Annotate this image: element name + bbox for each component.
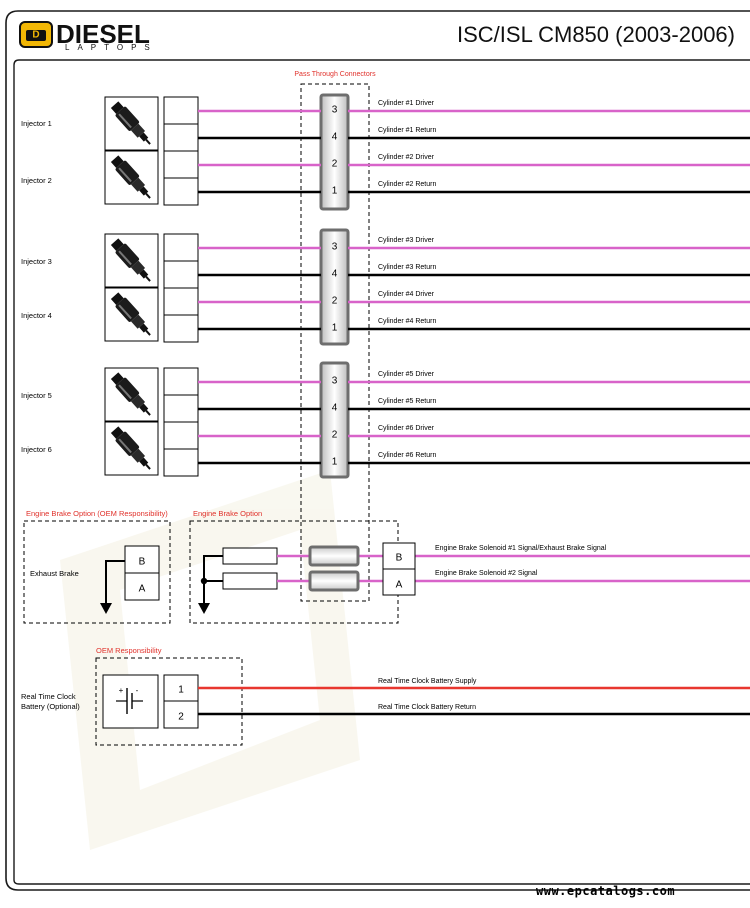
injector-label: Injector 2 (21, 176, 52, 185)
terminal-cell (163, 367, 199, 396)
terminal-cell (163, 177, 199, 206)
wire-label: Cylinder #3 Driver (378, 237, 435, 244)
brake-connector-cell (382, 568, 416, 596)
exhaust-pin-cell (124, 572, 160, 601)
terminal-cell (163, 314, 199, 343)
page-title: ISC/ISL CM850 (2003-2006) (457, 22, 735, 47)
solenoid-ground-wire (203, 555, 223, 604)
exhaust-pin-label: A (139, 584, 146, 595)
inline-connector (308, 545, 360, 567)
connector-pin-label: 3 (332, 376, 338, 387)
wire-label: Cylinder #4 Return (378, 318, 436, 325)
battery-icon: +- (102, 674, 159, 729)
ground-arrow (198, 603, 210, 614)
ground-arrow (100, 603, 112, 614)
terminal-cell (163, 260, 199, 289)
brake-connector-cell (382, 542, 416, 570)
injector-label: Injector 3 (21, 257, 52, 266)
wire-label: Cylinder #2 Driver (378, 154, 435, 161)
connector-pin-label: 2 (332, 430, 338, 441)
pass-through-connector: 3 4 2 1 (319, 361, 350, 479)
logo-text: DIESEL (56, 19, 150, 49)
engine-brake-oem-box (23, 520, 171, 624)
wire-label: Cylinder #4 Driver (378, 291, 435, 298)
wire-label: Engine Brake Solenoid #1 Signal/Exhaust … (435, 545, 607, 552)
terminal-cell (163, 394, 199, 423)
pass-through-connector: 3 4 2 1 (319, 93, 350, 211)
injector-icon (104, 421, 159, 476)
wire-label: Cylinder #3 Return (378, 264, 436, 271)
outer-frame (5, 10, 750, 891)
connector-pin-label: 4 (332, 132, 338, 143)
svg-text:D: D (32, 30, 39, 41)
junction-dot (200, 577, 208, 585)
rtc-pin-cell (163, 674, 199, 702)
solenoid-coil (222, 547, 278, 565)
injector-icon (104, 233, 159, 288)
brake-connector-pin: B (396, 553, 403, 564)
injector-label: Injector 1 (21, 119, 52, 128)
connector-pin-label: 4 (332, 403, 338, 414)
footer-url: www.epcatalogs.com (536, 884, 676, 898)
injector-icon (104, 150, 159, 205)
pass-through-dashed-box (300, 83, 370, 602)
terminal-cell (163, 421, 199, 450)
connector-pin-label: 3 (332, 242, 338, 253)
terminal-cell (163, 123, 199, 152)
injector-icon (104, 287, 159, 342)
wire-label: Cylinder #6 Driver (378, 425, 435, 432)
inner-frame (13, 59, 750, 885)
wire-label: Engine Brake Solenoid #2 Signal (435, 570, 538, 577)
wire-label: Cylinder #6 Return (378, 452, 436, 459)
exhaust-pin-cell (124, 545, 160, 574)
connector-pin-label: 4 (332, 269, 338, 280)
connector-pin-label: 1 (332, 186, 338, 197)
watermark-logo (60, 470, 360, 850)
battery-plus: + (119, 686, 124, 695)
brake-connector-pin: A (396, 580, 403, 591)
wire-label: Real Time Clock Battery Supply (378, 678, 477, 685)
rtc-oem-label: OEM Responsibility (96, 646, 162, 655)
injector-icon (104, 367, 159, 422)
injector-label: Injector 4 (21, 311, 52, 320)
solenoid-coil (222, 572, 278, 590)
wire-label: Cylinder #5 Driver (378, 371, 435, 378)
inline-connector (308, 570, 360, 592)
terminal-cell (163, 150, 199, 179)
wire-label: Real Time Clock Battery Return (378, 704, 476, 711)
injector-label: Injector 5 (21, 391, 52, 400)
rtc-oem-box (95, 657, 243, 746)
terminal-cell (163, 287, 199, 316)
pass-through-connector: 3 4 2 1 (319, 228, 350, 346)
connector-pin-label: 1 (332, 457, 338, 468)
connector-pin-label: 1 (332, 323, 338, 334)
engine-brake-option-label: Engine Brake Option (193, 509, 262, 518)
exhaust-ground-wire (105, 560, 125, 604)
wire-label: Cylinder #1 Driver (378, 100, 435, 107)
terminal-cell (163, 96, 199, 125)
rtc-label: Real Time Clock (21, 692, 76, 701)
injector-label: Injector 6 (21, 445, 52, 454)
pass-through-label: Pass Through Connectors (294, 71, 376, 78)
terminal-cell (163, 233, 199, 262)
connector-pin-label: 3 (332, 105, 338, 116)
engine-brake-oem-label: Engine Brake Option (OEM Responsibility) (26, 509, 168, 518)
exhaust-pin-label: B (139, 557, 146, 568)
injector-icon (104, 96, 159, 151)
wire-label: Cylinder #1 Return (378, 127, 436, 134)
logo-subtext: LAPTOPS (65, 43, 158, 52)
rtc-pin-label: 1 (178, 685, 184, 696)
exhaust-brake-label: Exhaust Brake (30, 569, 79, 578)
connector-pin-label: 2 (332, 296, 338, 307)
wire-label: Cylinder #2 Return (378, 181, 436, 188)
rtc-label: Battery (Optional) (21, 702, 80, 711)
rtc-pin-label: 2 (178, 712, 184, 723)
terminal-cell (163, 448, 199, 477)
wire-label: Cylinder #5 Return (378, 398, 436, 405)
connector-pin-label: 2 (332, 159, 338, 170)
battery-minus: - (136, 686, 139, 695)
